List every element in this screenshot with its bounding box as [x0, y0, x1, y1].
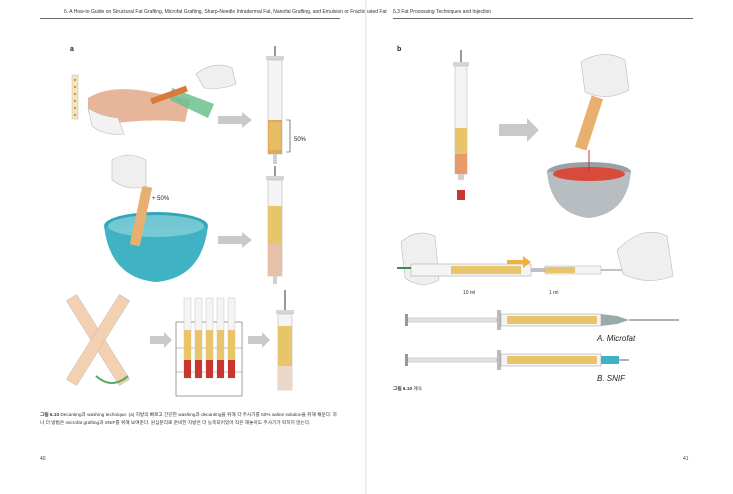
syringe-decanted: [276, 290, 294, 391]
panel-label-a: a: [70, 46, 74, 53]
syringe-washed: [266, 166, 284, 284]
washing-bowl: [104, 154, 208, 282]
right-caption-text: 계속: [413, 386, 423, 391]
label-1ml: 1 ml: [549, 290, 559, 296]
draining-bowl: [547, 54, 631, 218]
caption-figure-number: 그림 6.10: [40, 412, 60, 417]
transfer-illustration: [397, 232, 674, 285]
right-caption: 그림 6.10 계속: [393, 385, 693, 393]
syringe-layered: [453, 50, 469, 200]
crossed-syringes: [66, 294, 130, 386]
label-snif: B. SNIF: [597, 374, 626, 383]
syringe-50pct: [266, 46, 291, 164]
label-microfat: A. Microfat: [597, 334, 636, 343]
fat-volume-label: 50%: [294, 137, 307, 143]
label-10ml: 10 ml: [463, 290, 476, 296]
syringe-rack: [175, 297, 243, 397]
left-header-rule: [40, 18, 340, 19]
left-page-number: 40: [40, 456, 46, 462]
book-gutter: [365, 0, 367, 494]
left-running-header: 6. A How-to Guide on Structural Fat Graf…: [64, 9, 387, 15]
left-caption: 그림 6.10 Decanting과 washing technique. (a…: [40, 411, 340, 426]
caption-text: Decanting과 washing technique. (a) 지방의 빠르…: [40, 412, 337, 425]
snif-syringe: [405, 350, 629, 370]
right-caption-figure-number: 그림 6.10: [393, 386, 413, 391]
right-page: 6.3 Fat Processing Techniques and Inject…: [367, 0, 733, 494]
right-page-number: 41: [683, 456, 689, 462]
figure-b-illustration: [397, 50, 679, 370]
microfat-syringe: [405, 310, 679, 330]
harvest-illustration: [71, 64, 237, 135]
saline-volume-label: + 50%: [152, 196, 170, 202]
figure-a-illustration: [66, 46, 294, 397]
right-header-rule: [393, 18, 693, 19]
right-running-header: 6.3 Fat Processing Techniques and Inject…: [393, 9, 492, 15]
panel-label-b: b: [397, 46, 402, 53]
left-page: 6. A How-to Guide on Structural Fat Graf…: [0, 0, 387, 494]
